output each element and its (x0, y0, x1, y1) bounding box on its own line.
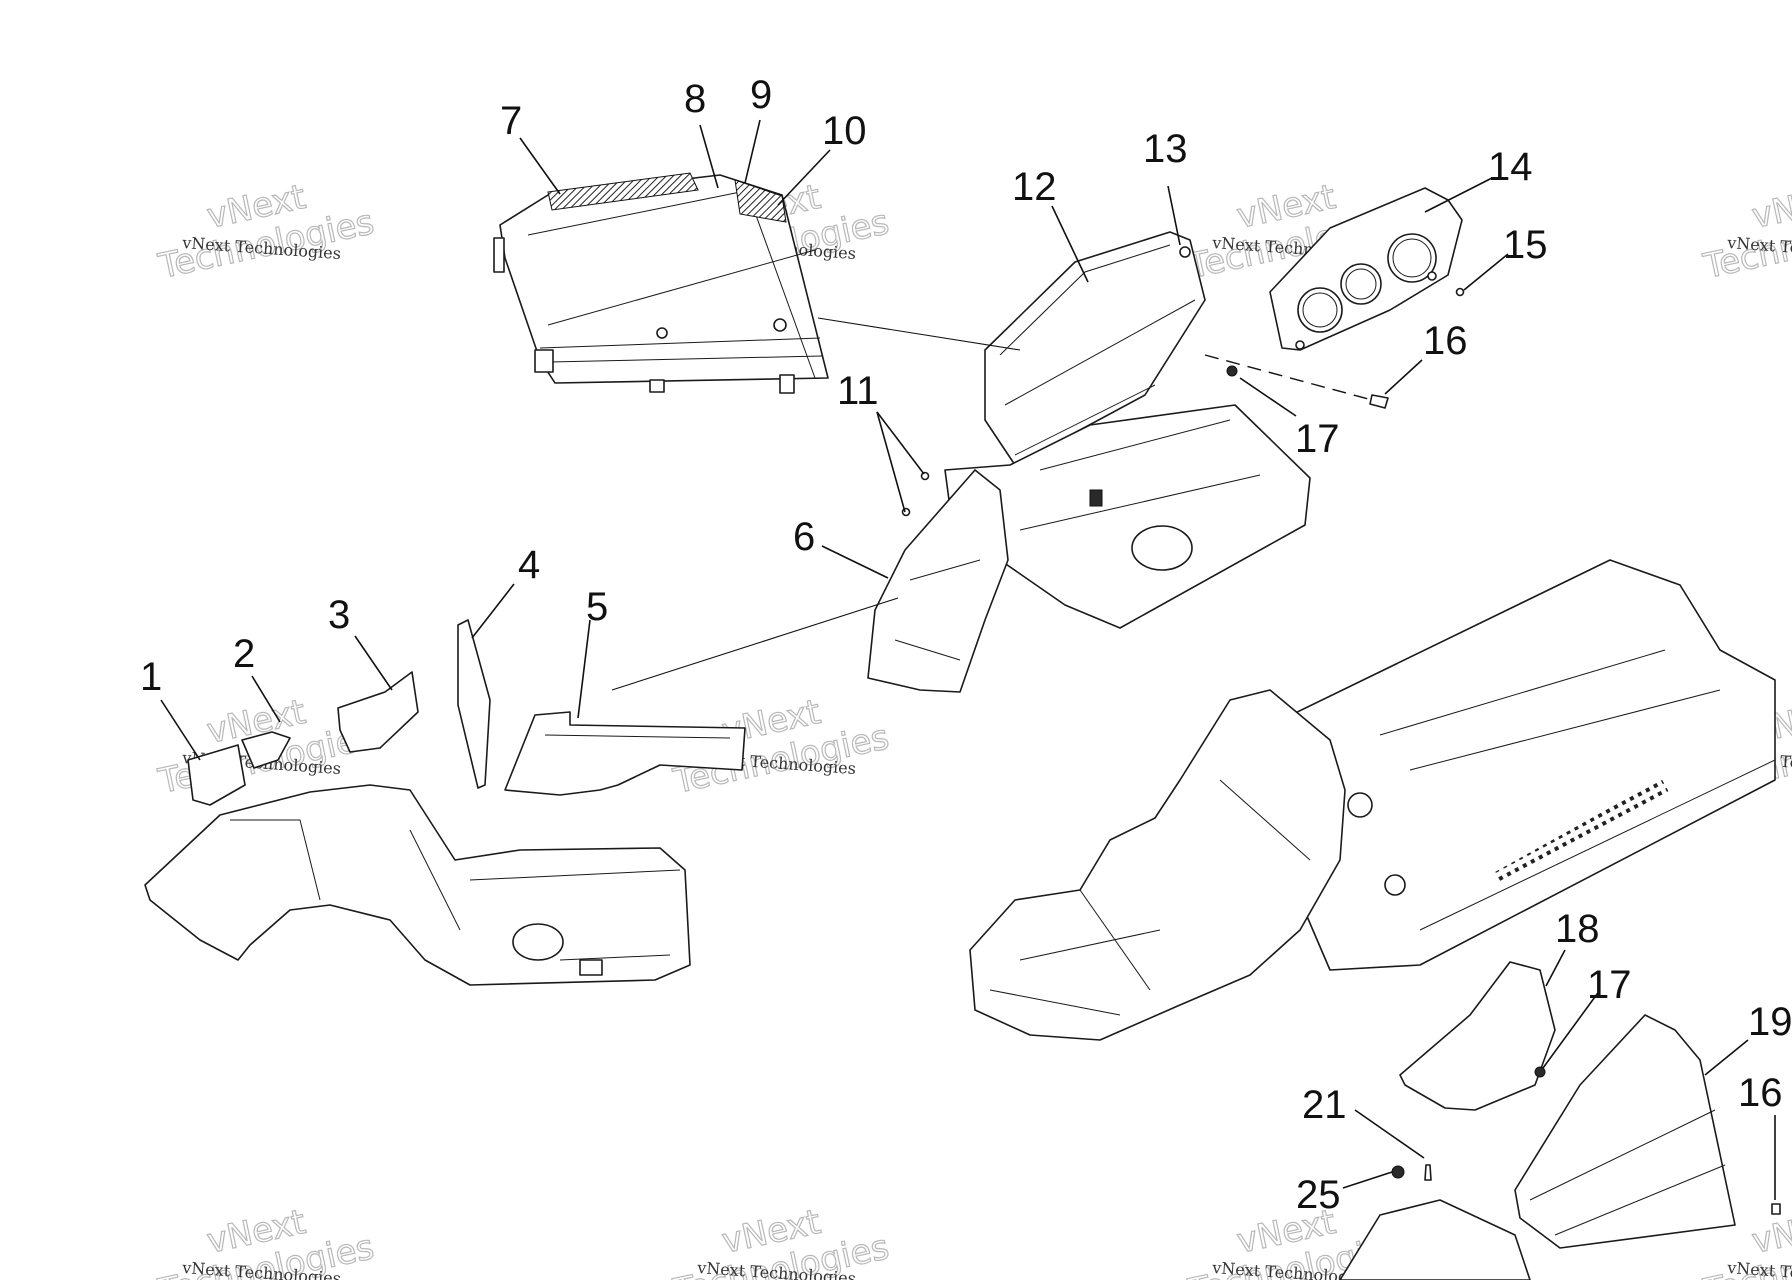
part-12-panel (984, 231, 1206, 466)
part-21-pin (1424, 1164, 1432, 1181)
part-16-fastener-lower (1771, 1203, 1781, 1215)
callout-13: 13 (1143, 127, 1188, 171)
callouts: 1 2 3 4 5 6 7 8 9 10 11 12 13 14 15 16 1… (140, 73, 1792, 1217)
part-14-gauge-plate (1269, 187, 1463, 351)
front-body-assembly (144, 619, 746, 986)
watermark-line: vNext Technologies (1726, 1258, 1792, 1280)
callout-6: 6 (793, 515, 815, 559)
part-10-vent (734, 179, 787, 223)
watermark: vNext Technologies vNext Technologies (1699, 176, 1792, 287)
callout-16-lower: 16 (1738, 1071, 1783, 1115)
part-15-screw (1455, 287, 1465, 297)
callout-3: 3 (328, 593, 350, 637)
part-25-grommet (1391, 1165, 1405, 1179)
part-6-fender (867, 469, 1009, 693)
callout-4: 4 (518, 543, 540, 587)
chassis-front (969, 689, 1346, 1041)
callout-21: 21 (1302, 1083, 1347, 1127)
callout-8: 8 (684, 77, 706, 121)
callout-5: 5 (586, 585, 608, 629)
callout-15: 15 (1503, 223, 1548, 267)
part-2-panel (241, 731, 291, 769)
watermark-word-top: vNext (1749, 177, 1792, 237)
part-3-panel (337, 671, 419, 753)
watermark: vNext Technologies vNext Technologies (154, 176, 378, 287)
part-16-fastener (1369, 394, 1389, 409)
part-17-nut (1226, 365, 1238, 377)
part-19-panel (1514, 1014, 1736, 1249)
callout-16: 16 (1423, 319, 1468, 363)
callout-19: 19 (1748, 1000, 1792, 1044)
lower-hood (1339, 1199, 1531, 1280)
part-5-panel (504, 711, 746, 796)
callout-2: 2 (233, 632, 255, 676)
chassis-assembly (969, 559, 1776, 1041)
watermark: vNext Technologies vNext Technologies (669, 1201, 893, 1280)
front-body (144, 784, 691, 986)
callout-17: 17 (1295, 417, 1340, 461)
lower-right-parts (1339, 961, 1781, 1280)
part-18-cover (1399, 961, 1556, 1111)
part-7-grille (547, 172, 699, 211)
hardware (901, 287, 1465, 517)
callout-14: 14 (1488, 145, 1533, 189)
watermark-word-top: vNext (1749, 1202, 1792, 1262)
part-1-panel (187, 744, 246, 806)
callout-12: 12 (1012, 165, 1057, 209)
part-17-nut-lower (1534, 1066, 1546, 1078)
callout-7: 7 (500, 99, 522, 143)
callout-17-lower: 17 (1587, 963, 1632, 1007)
callout-1: 1 (140, 655, 162, 699)
part-11-rivet (920, 471, 930, 481)
leader-lines (160, 119, 1776, 1200)
callout-11: 11 (837, 369, 879, 413)
callout-9: 9 (750, 73, 772, 117)
callout-18: 18 (1555, 907, 1600, 951)
callout-25: 25 (1296, 1173, 1341, 1217)
watermark: vNext Technologies vNext Technologies (154, 1201, 378, 1280)
callout-10: 10 (822, 109, 867, 153)
lower-console-assembly (867, 231, 1311, 693)
part-4-strip (457, 619, 491, 789)
upper-console-assembly (493, 172, 829, 394)
